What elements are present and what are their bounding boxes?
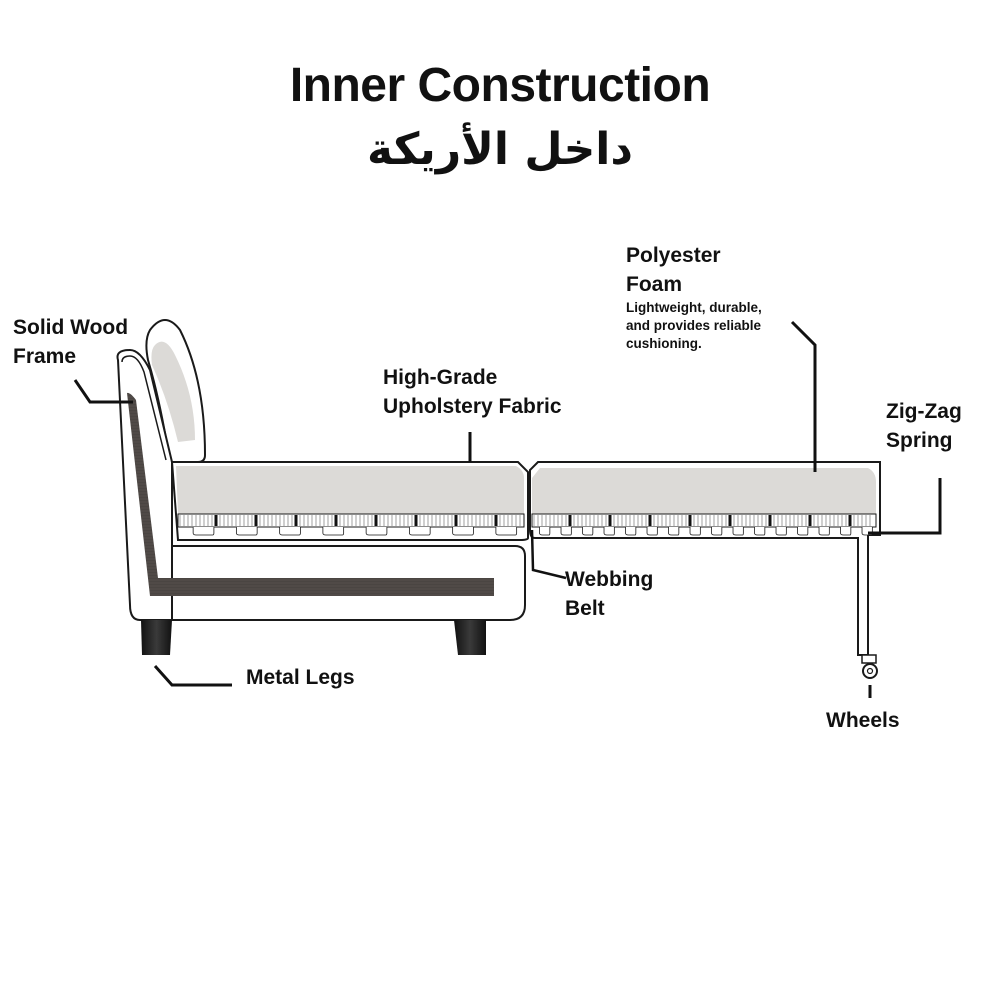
left-zig-zag-spring	[177, 513, 525, 536]
back-cushion-foam	[151, 341, 195, 442]
label-wheels: Wheels	[826, 709, 900, 732]
leader-legs	[153, 664, 232, 687]
leader-foam	[790, 320, 817, 472]
label-polyester-foam: Polyester Foam	[626, 244, 721, 296]
label-upholstery-fabric: High-Grade Upholstery Fabric	[383, 366, 562, 418]
label-metal-legs: Metal Legs	[246, 666, 355, 689]
metal-leg-left	[141, 620, 172, 655]
page-subtitle-arabic: داخل الأريكة	[367, 124, 633, 175]
right-zig-zag-spring	[531, 513, 877, 536]
label-webbing-belt: Webbing Belt	[565, 568, 654, 620]
label-solid-wood-frame: Solid Wood Frame	[13, 316, 129, 368]
wheel-icon	[862, 663, 878, 679]
sofa-arm-inner-line	[121, 355, 167, 461]
leader-solid-wood	[73, 379, 133, 404]
leader-webbing	[530, 529, 567, 580]
label-zig-zag-spring: Zig-Zag Spring	[886, 400, 962, 452]
metal-leg-right	[454, 620, 486, 655]
wood-frame-rail	[150, 578, 494, 596]
page-title: Inner Construction	[289, 59, 711, 112]
left-foam	[176, 466, 524, 514]
polyester-foam-description: Lightweight, durable, and provides relia…	[626, 300, 762, 351]
right-foam	[532, 468, 876, 514]
wheel-mount	[861, 654, 877, 664]
leader-zigzag	[868, 478, 942, 535]
leader-lines	[73, 320, 942, 698]
